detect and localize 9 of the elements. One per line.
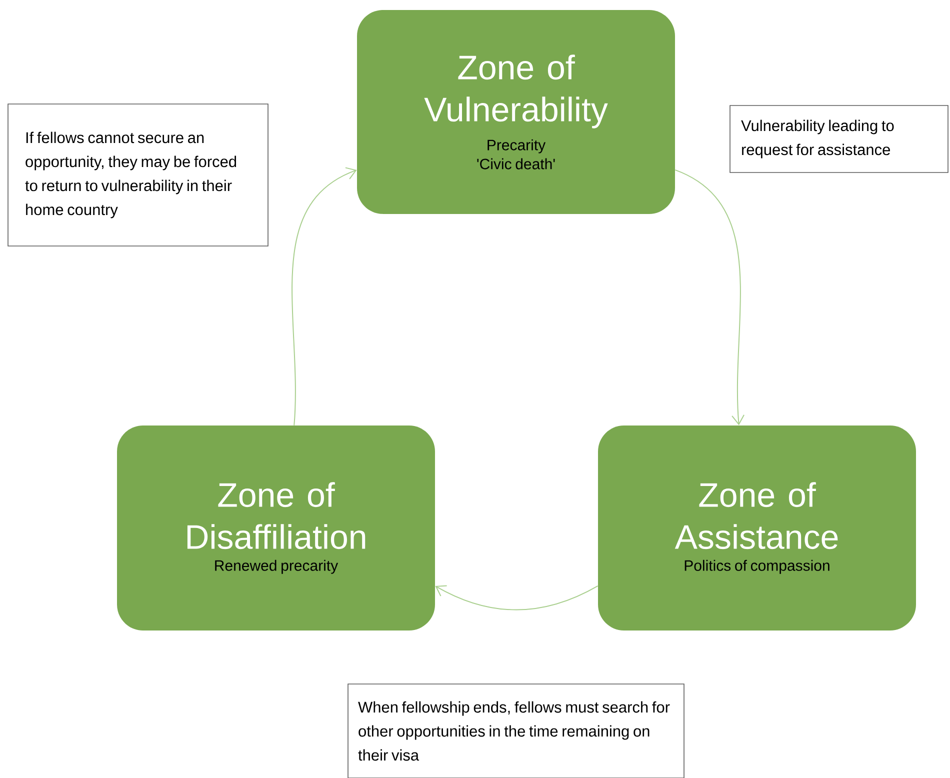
note-box: When fellowship ends, fellows must search for other opportunities in the time remaining on their visa bbox=[348, 684, 684, 778]
arrow bbox=[292, 167, 357, 426]
arrow bbox=[674, 169, 744, 426]
note-box: Vulnerability leading to request for assistance bbox=[730, 105, 948, 173]
zone-box: Zone of Disaffiliation Renewed precarity bbox=[117, 426, 435, 630]
zone-box: Zone of Assistance Politics of compassion bbox=[598, 426, 916, 630]
note-box: If fellows cannot secure an opportunity, they may be forced to return to vulnerability in their home country bbox=[8, 104, 268, 246]
zone-box: Zone of Vulnerability Precarity 'Civic death' bbox=[357, 10, 675, 214]
arrow bbox=[435, 585, 598, 610]
